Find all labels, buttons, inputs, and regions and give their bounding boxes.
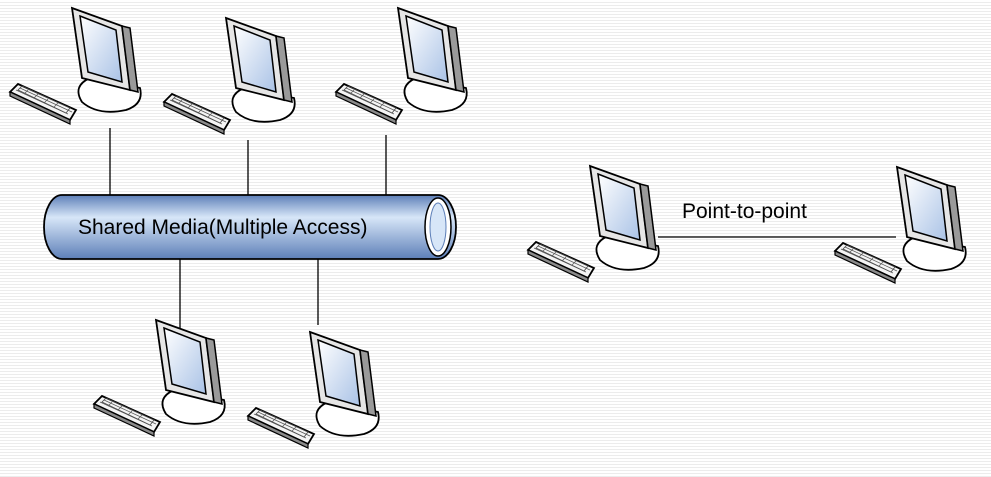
computer-icon [9,7,142,125]
computer-icon [527,165,660,283]
computer-icon [163,17,296,135]
computer-icon [834,166,967,284]
computer-icon [335,7,468,125]
computer-icon [93,319,226,437]
shared-media-label: Shared Media(Multiple Access) [78,216,367,239]
point-to-point-label: Point-to-point [682,200,807,223]
computer-icon [247,331,380,449]
shared-media-network: Shared Media(Multiple Access) [9,7,468,449]
point-to-point-network: Point-to-point [527,165,967,284]
shared-media-bus: Shared Media(Multiple Access) [43,194,457,260]
